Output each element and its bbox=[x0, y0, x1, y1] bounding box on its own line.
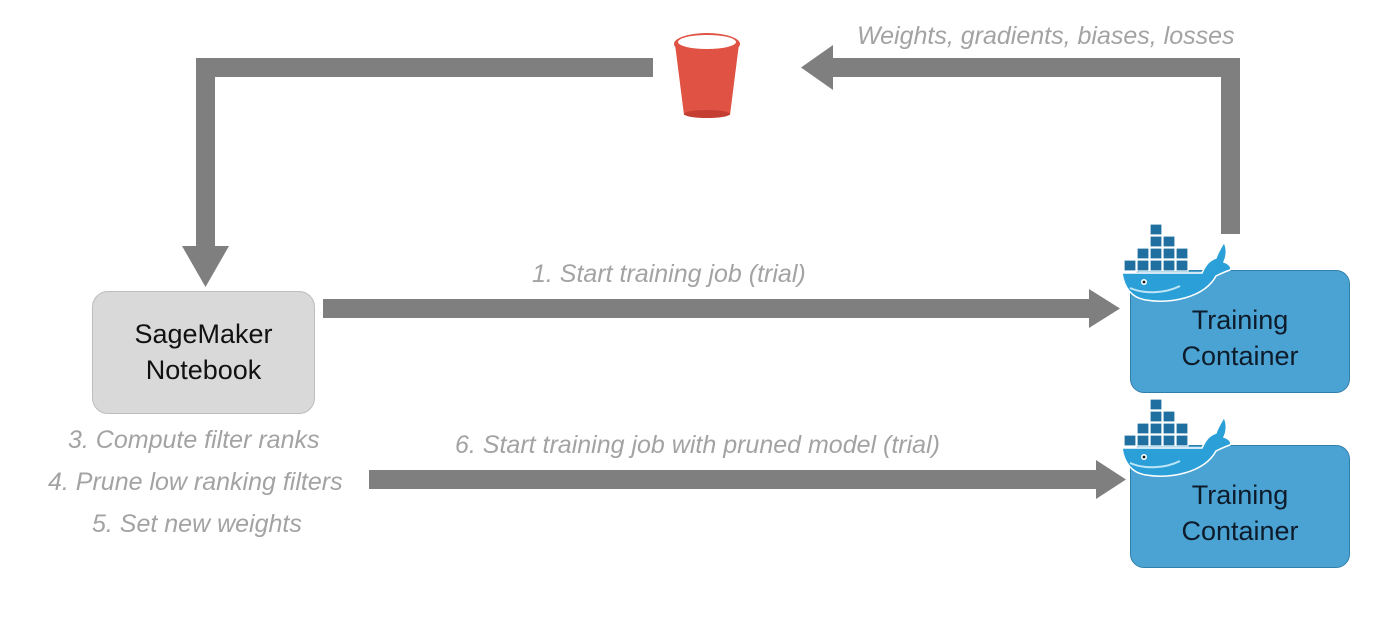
bucket-to-notebook-arrow bbox=[182, 58, 653, 287]
step6-label: 6. Start training job with pruned model … bbox=[455, 431, 940, 459]
step3-label: 3. Compute filter ranks bbox=[68, 426, 320, 454]
step4-label: 4. Prune low ranking filters bbox=[48, 468, 343, 496]
feedback-arrow bbox=[801, 45, 1240, 234]
container-2-label-line1: Training bbox=[1191, 480, 1289, 511]
docker-whale-icon bbox=[1121, 223, 1232, 302]
step5-label: 5. Set new weights bbox=[92, 510, 302, 538]
start-training-arrow bbox=[323, 289, 1120, 328]
step1-label: 1. Start training job (trial) bbox=[532, 260, 806, 288]
container-1-label-line1: Training bbox=[1191, 305, 1289, 336]
container-1-label-line2: Container bbox=[1181, 340, 1299, 371]
notebook-label-line1: SageMaker bbox=[134, 319, 273, 350]
bucket-icon bbox=[674, 33, 740, 118]
training-container-node-1: Training Container bbox=[1130, 270, 1350, 393]
feedback-label: Weights, gradients, biases, losses bbox=[857, 22, 1235, 50]
start-pruned-training-arrow bbox=[369, 460, 1126, 499]
sagemaker-notebook-node: SageMaker Notebook bbox=[92, 291, 315, 414]
notebook-label-line2: Notebook bbox=[145, 354, 262, 385]
container-2-label-line2: Container bbox=[1181, 515, 1299, 546]
docker-whale-icon bbox=[1121, 398, 1232, 477]
